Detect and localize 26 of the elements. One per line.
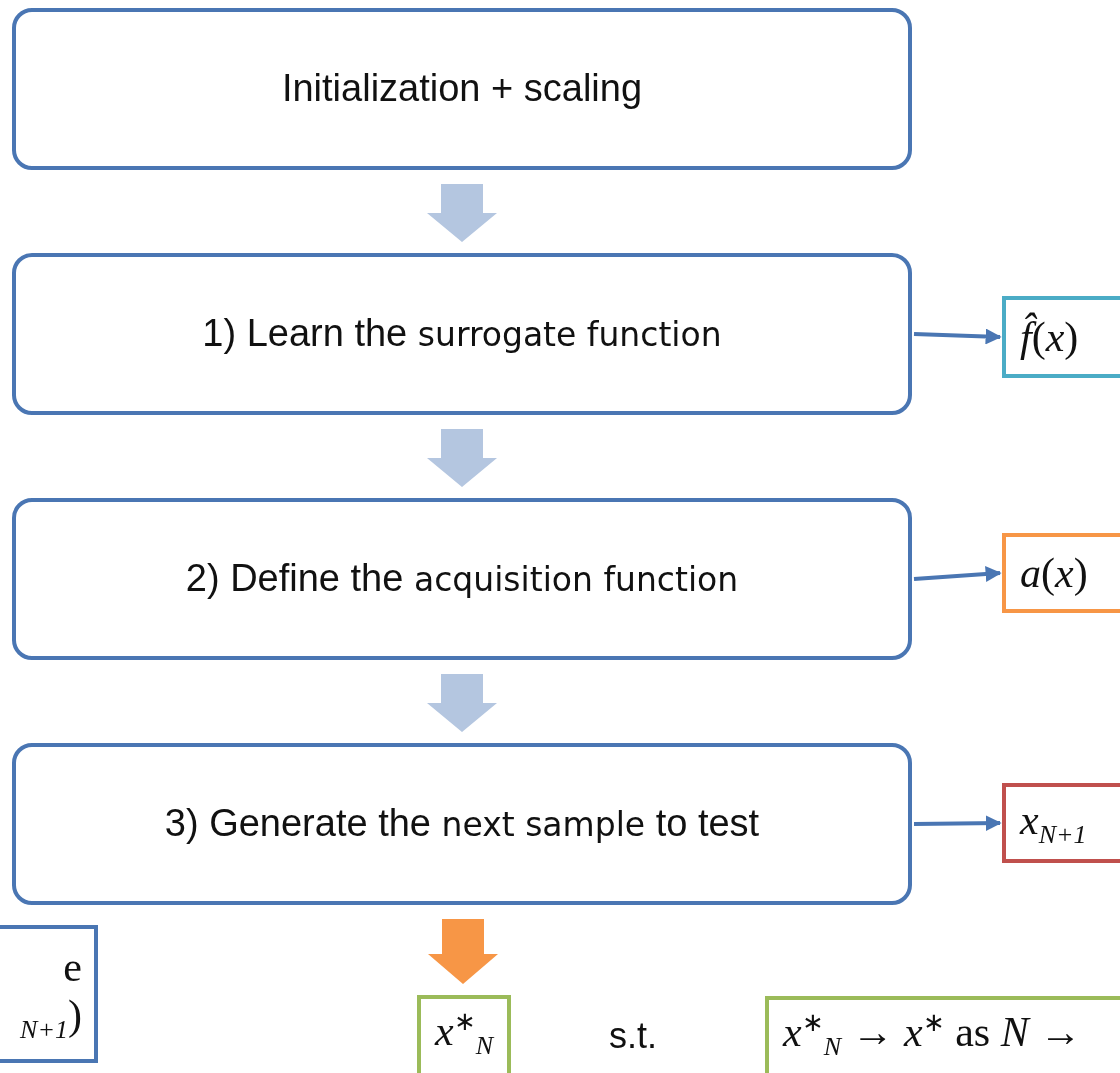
output-box <box>1002 533 1120 613</box>
math-expression: x$^{∗}$$_{N}$ → x$^{∗}$ as N → <box>783 1008 1082 1063</box>
process-box <box>12 8 912 170</box>
step-label: Initialization + scaling <box>281 67 643 111</box>
step-label: 3) Generate the next sample to test <box>164 802 760 846</box>
math-expression: $_{N+1}$) <box>20 991 82 1046</box>
step-label: 1) Learn the surrogate function <box>202 312 722 356</box>
block-arrow <box>428 919 498 984</box>
condition-label: s.t. <box>609 1015 657 1057</box>
block-arrow <box>427 429 497 487</box>
arrow <box>913 566 1002 582</box>
math-expression: f̂(x) <box>1020 312 1079 362</box>
result-box <box>417 995 511 1073</box>
step-label: 2) Define the acquisition function <box>185 557 739 601</box>
block-arrow <box>427 184 497 242</box>
arrow <box>913 815 1002 832</box>
output-box <box>1002 783 1120 863</box>
math-expression: x$_{N+1}$ <box>1020 795 1087 851</box>
block-arrow <box>427 674 497 732</box>
process-box <box>12 253 912 415</box>
output-box <box>1002 296 1120 378</box>
arrow <box>913 328 1002 345</box>
process-box <box>12 743 912 905</box>
math-expression: a(x) <box>1020 548 1088 598</box>
process-box <box>12 498 912 660</box>
math-expression: e <box>63 942 82 991</box>
